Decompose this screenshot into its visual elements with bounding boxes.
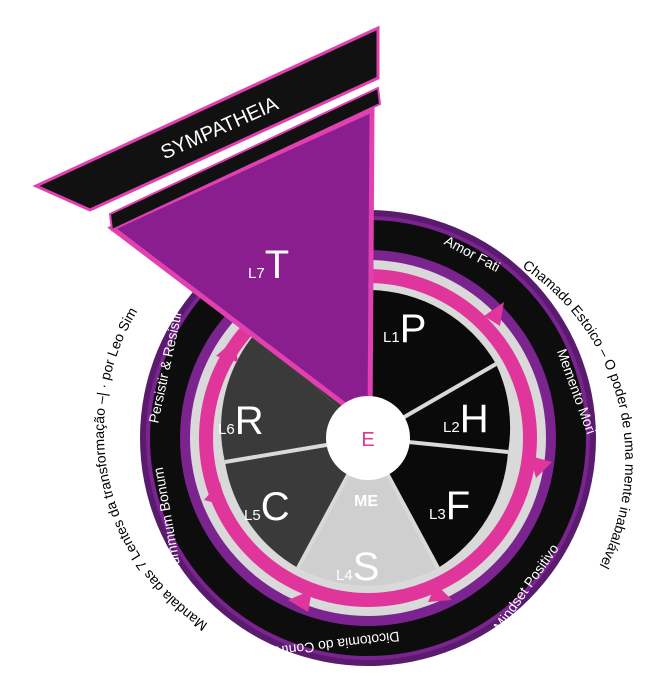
lens-T: L7T: [248, 243, 289, 287]
lens-C: L5C: [244, 485, 290, 529]
arrow-head: [216, 340, 238, 362]
me-logo: ME: [354, 493, 378, 510]
center-circle: [326, 396, 410, 480]
segment-F: [368, 438, 508, 568]
lens-P: L1P: [383, 307, 426, 351]
banner-underline: [108, 86, 382, 232]
lens-R: L6R: [218, 399, 264, 443]
segment-P: [368, 290, 496, 438]
arrow-head: [484, 302, 504, 326]
arrow-head: [288, 590, 312, 612]
arrow-head: [204, 482, 226, 506]
segment-C: [225, 438, 368, 568]
lens-labels: L7T L1P L2H L3F L4S L5C L6R: [218, 243, 489, 589]
lens-H: L2H: [443, 397, 489, 441]
arrow-head: [428, 584, 452, 602]
arrow-head: [530, 456, 552, 478]
banner-bar: [32, 25, 380, 212]
lens-S: L4S: [336, 545, 379, 589]
lens-F: L3F: [429, 484, 470, 528]
segment-S: [298, 438, 438, 586]
center-label: E: [361, 429, 374, 451]
svg-text:ME: ME: [354, 493, 378, 510]
ring-arrows: [204, 302, 552, 612]
